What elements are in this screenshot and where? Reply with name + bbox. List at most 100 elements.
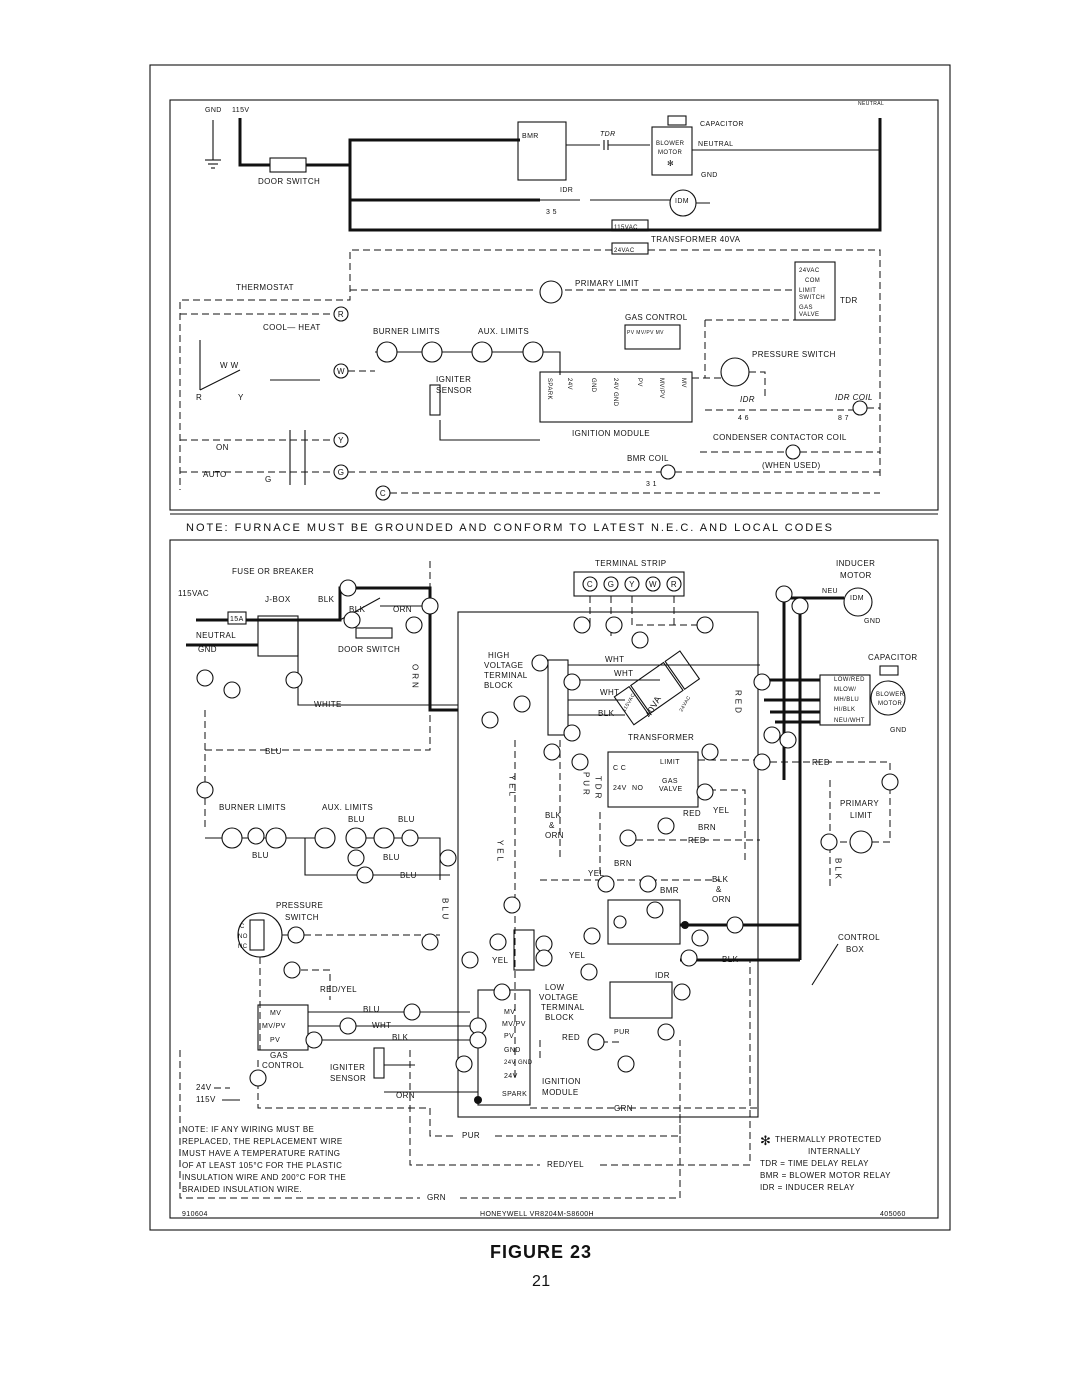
neu-label: NEU — [822, 588, 838, 595]
tx-24-b: 24VAC — [679, 695, 693, 713]
blk-orn2-2: & — [716, 885, 722, 894]
svg-text:IDR = INDUCER RELAY: IDR = INDUCER RELAY — [760, 1183, 855, 1192]
svg-text:MV/PV: MV/PV — [658, 378, 664, 399]
hv-terminal-block-labels: HIGH VOLTAGE TERMINAL BLOCK — [484, 651, 528, 690]
tdr-com: COM — [805, 278, 820, 284]
wire-number-markers — [196, 579, 899, 1087]
svg-text:W: W — [649, 580, 657, 589]
svg-text:MLOW/: MLOW/ — [834, 687, 856, 693]
orn-label: ORN — [393, 605, 412, 614]
switch-b-label: SWITCH — [285, 913, 319, 922]
yel2-label: YEL — [588, 869, 604, 878]
aux-limits-label: AUX. LIMITS — [478, 327, 529, 336]
gnd-label: GND — [205, 107, 222, 114]
blu-b-label: BLU — [398, 815, 415, 824]
idr-label: IDR — [560, 187, 573, 194]
schematic-box — [169, 99, 939, 511]
igniter-label: IGNITER — [436, 375, 471, 384]
valve-b-label: VALVE — [659, 786, 683, 793]
gas-pins-label: PV MV/PV MV — [627, 330, 664, 336]
outer-frame — [149, 64, 951, 1231]
blk-orn-2: & — [549, 821, 555, 830]
primary-limit-icon — [539, 280, 563, 304]
blu-a-label: BLU — [348, 815, 365, 824]
legend: ✻ THERMALLY PROTECTED INTERNALLY TDR = T… — [760, 1133, 891, 1192]
svg-text:24V: 24V — [566, 378, 572, 390]
blk3-label: BLK — [598, 709, 615, 718]
yel-v-label: Y E L — [508, 775, 517, 797]
door-switch-b-label: DOOR SWITCH — [338, 645, 400, 654]
lv-terminal-labels: LOW VOLTAGE TERMINAL BLOCK — [539, 983, 584, 1022]
gas-b-label: GAS — [662, 778, 678, 785]
svg-text:MH/BLU: MH/BLU — [834, 697, 859, 703]
red2-label: RED — [683, 809, 701, 818]
svg-text:24V GND: 24V GND — [504, 1060, 533, 1066]
igniter-b-label: IGNITER — [330, 1063, 365, 1072]
mv-label: MV — [270, 1010, 281, 1017]
pur-label: PUR — [614, 1029, 630, 1036]
wht2-label: WHT — [614, 669, 633, 678]
tdr-relay-b-box — [607, 751, 699, 808]
thermostat-label: THERMOSTAT — [236, 283, 294, 292]
svg-text:OF AT LEAST 105°C FOR THE PLAS: OF AT LEAST 105°C FOR THE PLASTIC — [182, 1161, 342, 1170]
aux-limits-b-label: AUX. LIMITS — [322, 803, 373, 812]
motor2-b-label: MOTOR — [878, 701, 902, 707]
red3-label: RED — [688, 836, 706, 845]
svg-text:W: W — [337, 367, 345, 376]
idr-relay-b-box — [609, 981, 673, 1019]
gnd-r-label: GND — [864, 618, 881, 625]
motor-tap-labels: LOW/RED MLOW/ MH/BLU HI/BLK NEU/WHT — [834, 677, 865, 724]
grn2-label: GRN — [427, 1193, 446, 1202]
fuse-label: FUSE OR BREAKER — [232, 567, 314, 576]
neutral-top-label: NEUTRAL — [858, 101, 884, 107]
inducer-motor-label: MOTOR — [840, 571, 872, 580]
primary-limit-label: PRIMARY LIMIT — [575, 279, 639, 288]
115v-label: 115V — [232, 107, 249, 114]
bmr-relay-box — [517, 121, 567, 181]
cc-label: C C — [613, 765, 626, 772]
svg-text:THERMALLY PROTECTED: THERMALLY PROTECTED — [775, 1135, 881, 1144]
neutral-b-label: NEUTRAL — [196, 631, 236, 640]
gnd-b-label: GND — [198, 645, 217, 654]
svg-text:TERMINAL: TERMINAL — [484, 671, 528, 680]
mvpv-label: MV/PV — [262, 1023, 286, 1030]
svg-text:VOLTAGE: VOLTAGE — [484, 661, 523, 670]
svg-text:GND: GND — [590, 378, 596, 393]
blk-orn2-1: BLK — [712, 875, 729, 884]
tdr-limit: LIMIT — [799, 288, 816, 294]
115vac-label: 115VAC — [178, 589, 209, 598]
svg-text:TDR = TIME DELAY RELAY: TDR = TIME DELAY RELAY — [760, 1159, 869, 1168]
blower-motor-box — [651, 126, 693, 176]
svg-text:R: R — [338, 310, 344, 319]
fuse-box — [227, 611, 247, 625]
yel3-label: YEL — [492, 956, 508, 965]
gas-b2-label: GAS — [270, 1051, 288, 1060]
svg-text:SPARK: SPARK — [546, 378, 552, 400]
gas-control-b-box — [257, 1004, 309, 1051]
white-label: WHITE — [314, 700, 342, 709]
svg-text:MV/PV: MV/PV — [502, 1021, 526, 1028]
transformer-label: TRANSFORMER 40VA — [651, 235, 741, 244]
motor-label: MOTOR — [658, 150, 682, 156]
blower-b-label: BLOWER — [876, 692, 905, 698]
pressure-switch-terminals — [249, 919, 265, 951]
blk4-label: BLK — [722, 955, 739, 964]
svg-text:Y: Y — [338, 436, 344, 445]
svg-text:MUST HAVE A TEMPERATURE RATING: MUST HAVE A TEMPERATURE RATING — [182, 1149, 340, 1158]
24v-b-label: 24V — [613, 785, 627, 792]
auto-label: AUTO — [203, 470, 227, 479]
coil-pins-label: 4 6 — [738, 415, 749, 422]
control2-label: CONTROL — [262, 1061, 304, 1070]
tx-115-label: 115VAC — [614, 225, 638, 231]
yel4-label: YEL — [569, 951, 585, 960]
gas-control-label: GAS CONTROL — [625, 313, 688, 322]
blk-orn-3: ORN — [545, 831, 564, 840]
pur2-label: PUR — [462, 1131, 480, 1140]
limit-box-label: LIMIT — [660, 759, 680, 766]
svg-text:SPARK: SPARK — [502, 1091, 527, 1098]
yel-v2-label: Y E L — [496, 840, 505, 862]
svg-text:HIGH: HIGH — [488, 651, 510, 660]
b-l-k-label: B L K — [834, 858, 843, 880]
orn2-label: ORN — [396, 1091, 415, 1100]
inducer-motor-circle — [843, 587, 873, 617]
